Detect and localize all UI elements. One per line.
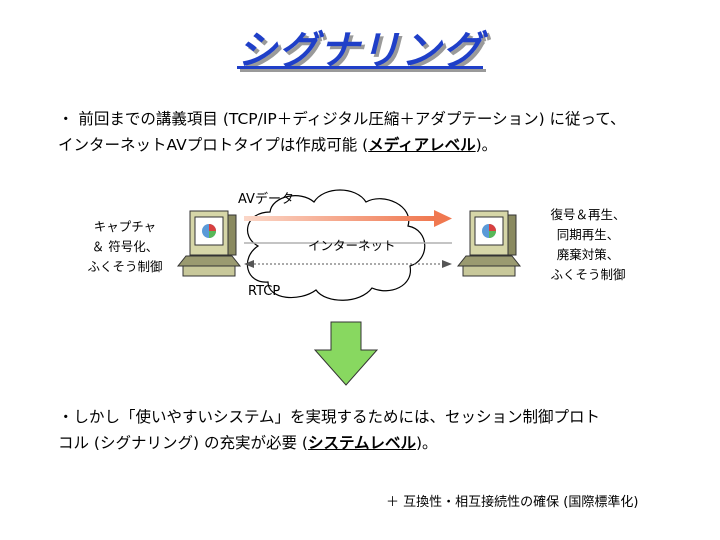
footer-note: ＋ 互換性・相互接続性の確保 (国際標準化) xyxy=(386,495,639,510)
intro-line-2: インターネットAVプロトタイプは作成可能 (メディアレベル)。 xyxy=(58,132,626,158)
page-title: シグナリング xyxy=(237,28,483,74)
av-data-arrow-shaft xyxy=(244,216,434,221)
system-level-emphasis: システムレベル xyxy=(307,434,416,452)
rtcp-arrow-right-head xyxy=(442,260,452,268)
sender-line: ふくそう制御 xyxy=(87,259,163,274)
intro-paragraph: ・ 前回までの講義項目 (TCP/IP＋ディジタル圧縮＋アダプテーション) に従… xyxy=(58,106,626,158)
receiver-description: 復号＆再生、 同期再生、 廃棄対策、 ふくそう制御 xyxy=(538,205,638,285)
av-data-arrow-head xyxy=(434,210,452,227)
conclusion-line-2-prefix: コル (シグナリング) の充実が必要 ( xyxy=(58,434,308,452)
conclusion-line-2: コル (シグナリング) の充実が必要 (システムレベル)。 xyxy=(58,430,600,456)
intro-line-2-prefix: インターネットAVプロトタイプは作成可能 ( xyxy=(58,136,369,154)
sender-line: キャプチャ xyxy=(93,219,157,234)
receiver-line: 同期再生、 xyxy=(556,227,620,242)
intro-line-1: ・ 前回までの講義項目 (TCP/IP＋ディジタル圧縮＋アダプテーション) に従… xyxy=(58,110,626,128)
receiver-line: ふくそう制御 xyxy=(550,267,626,282)
receiver-line: 復号＆再生、 xyxy=(550,207,626,222)
conclusion-paragraph: ・しかし「使いやすいシステム」を実現するためには、セッション制御プロト コル (… xyxy=(58,404,600,456)
down-arrow-icon xyxy=(313,321,379,386)
conclusion-line-2-suffix: )。 xyxy=(415,434,438,452)
rtcp-arrow-left-head xyxy=(244,260,254,268)
rtcp-label: RTCP xyxy=(248,284,281,299)
internet-label: インターネット xyxy=(308,238,396,253)
receiver-computer-icon xyxy=(456,210,522,277)
conclusion-line-1: ・しかし「使いやすいシステム」を実現するためには、セッション制御プロト xyxy=(58,408,601,426)
receiver-line: 廃棄対策、 xyxy=(556,247,620,262)
sender-line: ＆ 符号化、 xyxy=(91,239,159,254)
intro-line-2-suffix: )。 xyxy=(475,136,498,154)
sender-description: キャプチャ ＆ 符号化、 ふくそう制御 xyxy=(80,217,170,277)
media-level-emphasis: メディアレベル xyxy=(368,136,476,154)
av-data-label: AVデータ xyxy=(238,192,294,207)
sender-computer-icon xyxy=(176,210,242,277)
